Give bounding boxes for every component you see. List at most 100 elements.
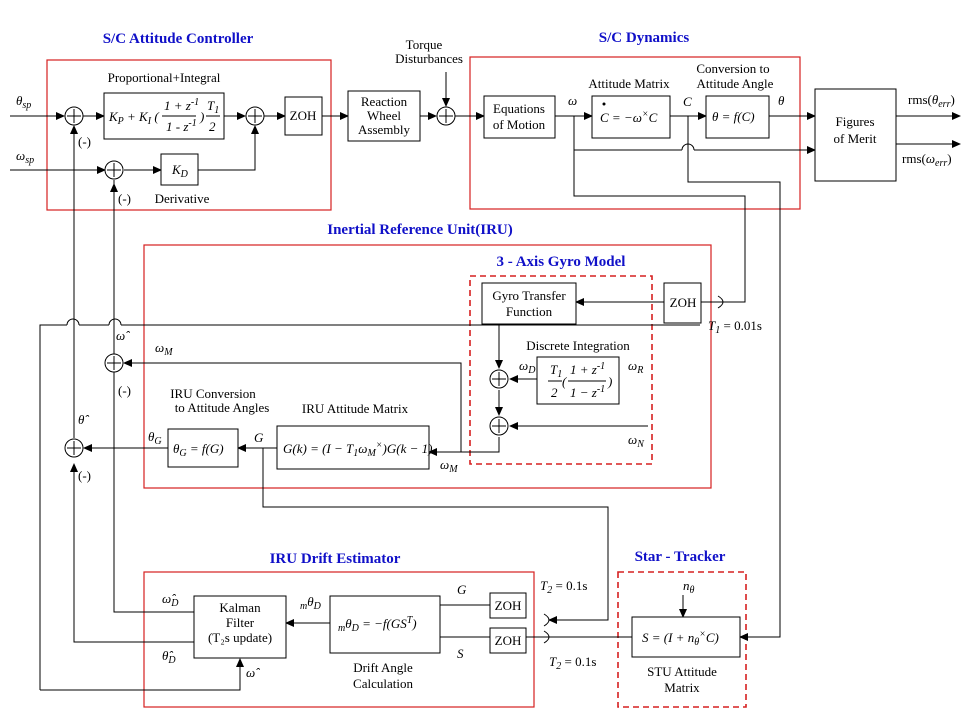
gyro-heading: 3 - Axis Gyro Model bbox=[497, 254, 626, 270]
svg-text:rms(ωerr): rms(ωerr) bbox=[902, 151, 952, 169]
svg-text:C: C bbox=[683, 94, 692, 109]
svg-text:ω̂: ω̂ bbox=[116, 328, 130, 343]
svg-text:2: 2 bbox=[551, 385, 558, 400]
controller-region bbox=[46, 59, 332, 211]
controller-heading: S/C Attitude Controller bbox=[103, 31, 254, 47]
svg-text:Calculation: Calculation bbox=[353, 676, 413, 691]
dynamics-region bbox=[469, 56, 801, 210]
svg-text:(-): (-) bbox=[78, 134, 91, 149]
svg-text:of Merit: of Merit bbox=[834, 131, 877, 146]
reaction-wheel-block bbox=[347, 90, 421, 142]
svg-text:Gyro Transfer: Gyro Transfer bbox=[492, 288, 566, 303]
kd-block bbox=[160, 153, 199, 186]
pi-num: 1 + z-1 bbox=[164, 97, 199, 113]
svg-text:): ) bbox=[607, 374, 612, 389]
svg-text:IRU Attitude Matrix: IRU Attitude Matrix bbox=[302, 401, 409, 416]
iru-conversion-eq: θG = f(G) bbox=[173, 441, 224, 459]
zoh-drift-s-block bbox=[489, 627, 527, 654]
svg-text:θ: θ bbox=[778, 93, 785, 108]
svg-text:ωN: ωN bbox=[628, 432, 645, 450]
svg-text:Equations: Equations bbox=[493, 101, 545, 116]
svg-text:ωM: ωM bbox=[440, 457, 458, 475]
summing-junctions bbox=[64, 106, 509, 458]
stu-attitude-matrix-block bbox=[631, 616, 741, 658]
signal-wires bbox=[10, 72, 961, 691]
svg-text:of Motion: of Motion bbox=[493, 117, 546, 132]
pi-label: Proportional+Integral bbox=[108, 70, 221, 85]
signal-labels: θsp ωsp ω C θ rms(θerr) rms(ωerr) (-) (-… bbox=[16, 92, 955, 680]
conversion-eq: θ = f(C) bbox=[712, 109, 755, 124]
dynamics-heading: S/C Dynamics bbox=[599, 30, 690, 46]
svg-text:(: ( bbox=[562, 374, 567, 389]
svg-text:ω̂: ω̂ bbox=[246, 665, 260, 680]
gyro-model-region bbox=[469, 275, 653, 465]
iru-attitude-matrix-block bbox=[276, 425, 430, 470]
attitude-matrix-label: Attitude Matrix bbox=[588, 76, 670, 91]
svg-text:T1 = 0.01s: T1 = 0.01s bbox=[708, 318, 762, 336]
zoh-drift-g-block bbox=[489, 592, 527, 619]
figures-of-merit-block bbox=[814, 88, 897, 182]
svg-text:to Attitude Angles: to Attitude Angles bbox=[175, 400, 270, 415]
svg-text:nθ: nθ bbox=[683, 578, 695, 596]
svg-text:STU Attitude: STU Attitude bbox=[647, 664, 717, 679]
svg-text:): ) bbox=[199, 109, 204, 124]
svg-text:1 + z-1: 1 + z-1 bbox=[570, 361, 605, 377]
iru-heading: Inertial Reference Unit(IRU) bbox=[327, 222, 513, 238]
discrete-integration-label: Discrete Integration bbox=[526, 338, 630, 353]
svg-text:Assembly: Assembly bbox=[358, 122, 411, 137]
svg-text:ωD: ωD bbox=[519, 358, 536, 376]
zoh-gyro-block bbox=[663, 282, 702, 324]
svg-text:θ̂: θ̂ bbox=[78, 412, 89, 427]
svg-text:θsp: θsp bbox=[16, 93, 31, 111]
iru-matrix-eq: G(k) = (I − T1ωM×)G(k − 1) bbox=[283, 440, 432, 459]
svg-text:Function: Function bbox=[506, 304, 553, 319]
derivative-label: Derivative bbox=[155, 191, 210, 206]
torque-label-2: Disturbances bbox=[395, 51, 463, 66]
svg-text:(-): (-) bbox=[78, 468, 91, 483]
svg-text:ZOH: ZOH bbox=[290, 108, 317, 123]
zoh-controller-block bbox=[284, 96, 323, 136]
svg-text:mθD: mθD bbox=[300, 594, 322, 612]
svg-text:Conversion to: Conversion to bbox=[696, 61, 769, 76]
svg-text:G: G bbox=[254, 430, 264, 445]
kalman-filter-block bbox=[193, 595, 287, 659]
svg-text:ZOH: ZOH bbox=[495, 598, 522, 613]
svg-text:T2 = 0.1s: T2 = 0.1s bbox=[549, 654, 596, 672]
svg-text:ωR: ωR bbox=[628, 358, 643, 376]
drift-angle-block bbox=[329, 595, 441, 654]
star-heading: Star - Tracker bbox=[635, 549, 726, 565]
svg-text:Figures: Figures bbox=[836, 114, 875, 129]
svg-text:ω: ω bbox=[568, 93, 577, 108]
svg-text:(T₂s update): (T₂s update) bbox=[208, 630, 272, 645]
svg-text:2: 2 bbox=[209, 119, 216, 134]
drift-heading: IRU Drift Estimator bbox=[270, 551, 401, 567]
svg-text:ZOH: ZOH bbox=[495, 633, 522, 648]
torque-label-1: Torque bbox=[406, 37, 443, 52]
svg-text:Kalman: Kalman bbox=[219, 600, 261, 615]
svg-text:rms(θerr): rms(θerr) bbox=[908, 92, 955, 110]
svg-text:IRU Conversion: IRU Conversion bbox=[170, 386, 256, 401]
svg-text:T2 = 0.1s: T2 = 0.1s bbox=[540, 578, 587, 596]
attitude-eq: C = −ω×C bbox=[600, 109, 658, 125]
svg-text:(-): (-) bbox=[118, 383, 131, 398]
svg-text:Wheel: Wheel bbox=[367, 108, 401, 123]
svg-text:Attitude Angle: Attitude Angle bbox=[697, 76, 774, 91]
svg-text:Reaction: Reaction bbox=[361, 94, 408, 109]
svg-text:ω̂D: ω̂D bbox=[162, 591, 179, 609]
svg-text:ωM: ωM bbox=[155, 340, 173, 358]
svg-text:1 − z-1: 1 − z-1 bbox=[570, 384, 605, 400]
svg-text:G: G bbox=[457, 582, 467, 597]
drift-estimator-region bbox=[143, 571, 535, 708]
svg-text:θ̂D: θ̂D bbox=[162, 648, 176, 666]
conversion-block bbox=[705, 95, 770, 139]
svg-text:S: S bbox=[457, 646, 464, 661]
iru-conversion-block bbox=[167, 428, 239, 468]
iru-region bbox=[143, 244, 712, 489]
drift-eq: mθD = −f(GST) bbox=[338, 615, 417, 634]
svg-text:ωsp: ωsp bbox=[16, 148, 34, 166]
svg-text:ZOH: ZOH bbox=[670, 295, 697, 310]
svg-text:Filter: Filter bbox=[226, 615, 255, 630]
svg-text:θG: θG bbox=[148, 429, 162, 447]
